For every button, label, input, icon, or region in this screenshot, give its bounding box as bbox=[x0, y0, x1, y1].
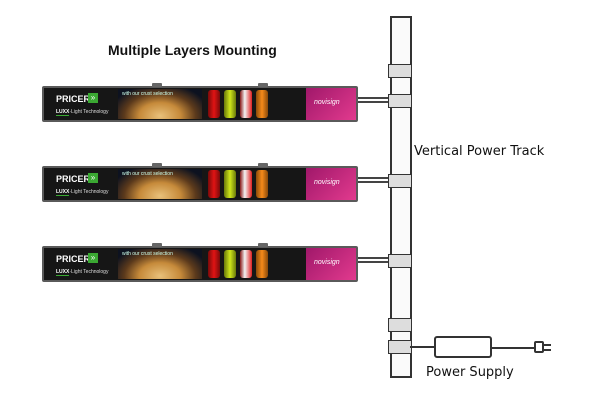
tagline-strong: LUXX bbox=[56, 269, 70, 276]
track-connector bbox=[388, 254, 412, 268]
soda-can-white-red bbox=[240, 90, 252, 118]
novisign-panel: novisign bbox=[306, 248, 356, 280]
mount-clip bbox=[258, 163, 268, 167]
pricer-arrow-icon: » bbox=[88, 93, 98, 103]
stretched-display-top: PRICER » LUXX·Light Technology with our … bbox=[42, 83, 358, 122]
pizza-image: with our crust selection bbox=[118, 169, 202, 199]
track-connector bbox=[388, 174, 412, 188]
tagline-rest: Light Technology bbox=[71, 109, 109, 115]
psu-cable bbox=[492, 347, 534, 349]
soda-can-red bbox=[208, 250, 220, 278]
track-connector bbox=[388, 318, 412, 332]
pizza-caption: with our crust selection bbox=[122, 171, 173, 177]
plug-prong bbox=[544, 349, 551, 351]
tagline: LUXX·Light Technology bbox=[56, 189, 109, 196]
pizza-caption: with our crust selection bbox=[122, 251, 173, 257]
diagram-title: Multiple Layers Mounting bbox=[108, 42, 277, 58]
mount-clip bbox=[152, 163, 162, 167]
power-supply-label: Power Supply bbox=[426, 365, 514, 380]
soda-can-white-red bbox=[240, 170, 252, 198]
pizza-image: with our crust selection bbox=[118, 249, 202, 279]
pizza-image: with our crust selection bbox=[118, 89, 202, 119]
tagline-rest: Light Technology bbox=[71, 189, 109, 195]
soda-can-red bbox=[208, 90, 220, 118]
display-cable bbox=[358, 97, 392, 103]
plug-prong bbox=[544, 344, 551, 346]
tagline-strong: LUXX bbox=[56, 189, 70, 196]
pizza-caption: with our crust selection bbox=[122, 91, 173, 97]
soda-can-orange bbox=[256, 90, 268, 118]
pricer-logo: PRICER bbox=[56, 254, 91, 264]
track-connector bbox=[388, 340, 412, 354]
plug-icon bbox=[534, 341, 544, 353]
soda-can-lime bbox=[224, 170, 236, 198]
stretched-display-bottom: PRICER » LUXX·Light Technology with our … bbox=[42, 243, 358, 282]
track-label: Vertical Power Track bbox=[414, 144, 545, 159]
mount-clip bbox=[152, 83, 162, 87]
psu-cable bbox=[410, 346, 434, 348]
soda-can-lime bbox=[224, 250, 236, 278]
soda-can-orange bbox=[256, 170, 268, 198]
pricer-arrow-icon: » bbox=[88, 253, 98, 263]
soda-can-white-red bbox=[240, 250, 252, 278]
display-cable bbox=[358, 177, 392, 183]
soda-can-red bbox=[208, 170, 220, 198]
tagline-rest: Light Technology bbox=[71, 269, 109, 275]
track-connector bbox=[388, 64, 412, 78]
tagline: LUXX·Light Technology bbox=[56, 109, 109, 116]
display-cable bbox=[358, 257, 392, 263]
soda-can-lime bbox=[224, 90, 236, 118]
novisign-panel: novisign bbox=[306, 168, 356, 200]
mount-clip bbox=[258, 243, 268, 247]
soda-can-orange bbox=[256, 250, 268, 278]
mount-clip bbox=[258, 83, 268, 87]
mount-clip bbox=[152, 243, 162, 247]
track-connector bbox=[388, 94, 412, 108]
novisign-panel: novisign bbox=[306, 88, 356, 120]
power-supply-box bbox=[434, 336, 492, 358]
novisign-logo: novisign bbox=[314, 179, 340, 186]
pricer-logo: PRICER bbox=[56, 174, 91, 184]
pricer-logo: PRICER bbox=[56, 94, 91, 104]
stretched-display-middle: PRICER » LUXX·Light Technology with our … bbox=[42, 163, 358, 202]
tagline: LUXX·Light Technology bbox=[56, 269, 109, 276]
pricer-arrow-icon: » bbox=[88, 173, 98, 183]
tagline-strong: LUXX bbox=[56, 109, 70, 116]
novisign-logo: novisign bbox=[314, 259, 340, 266]
novisign-logo: novisign bbox=[314, 99, 340, 106]
